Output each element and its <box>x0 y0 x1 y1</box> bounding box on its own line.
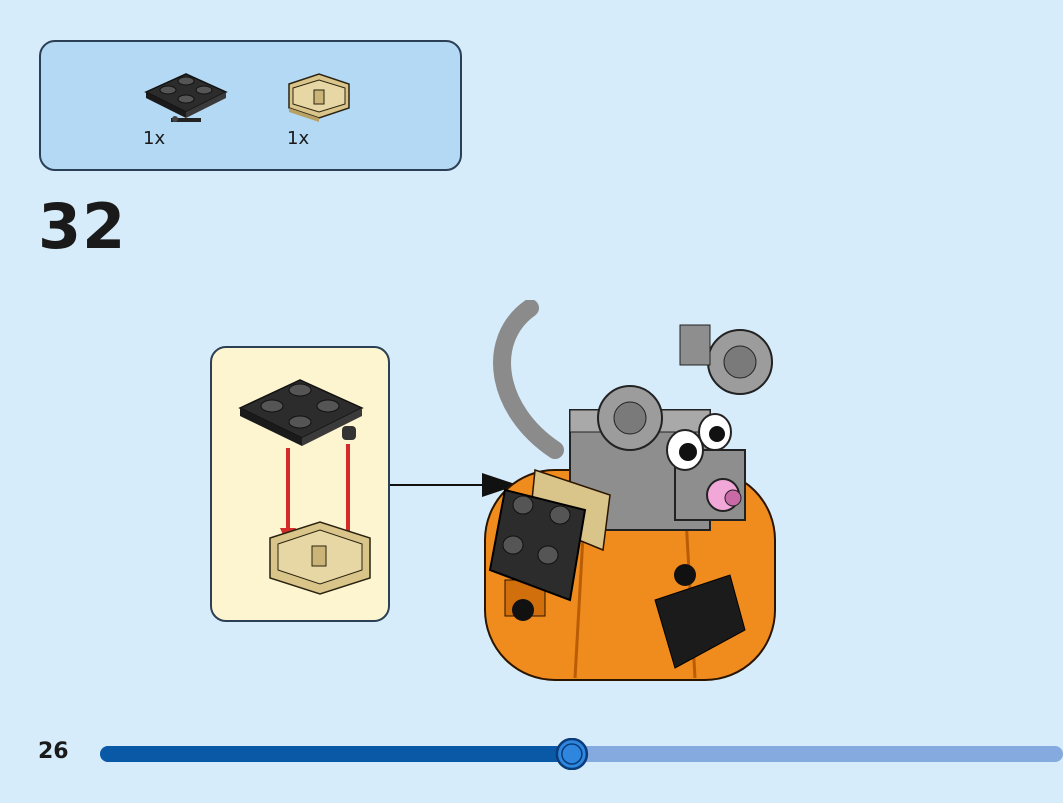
parts-callout: 1x 1x <box>39 40 462 171</box>
part-qty-2: 1x <box>287 128 310 149</box>
model-illustration <box>484 300 776 681</box>
page-number: 26 <box>38 739 69 764</box>
tan-bracket-part-icon <box>288 73 350 122</box>
sub-assembly-illustration <box>238 379 371 595</box>
black-plate-part-icon <box>144 73 228 122</box>
progress-bar <box>100 738 1063 770</box>
callout-arrow <box>390 473 518 497</box>
sub-assembly-callout <box>210 346 390 622</box>
part-qty-1: 1x <box>143 128 166 149</box>
progress-fill <box>100 746 572 762</box>
step-number: 32 <box>38 190 127 263</box>
